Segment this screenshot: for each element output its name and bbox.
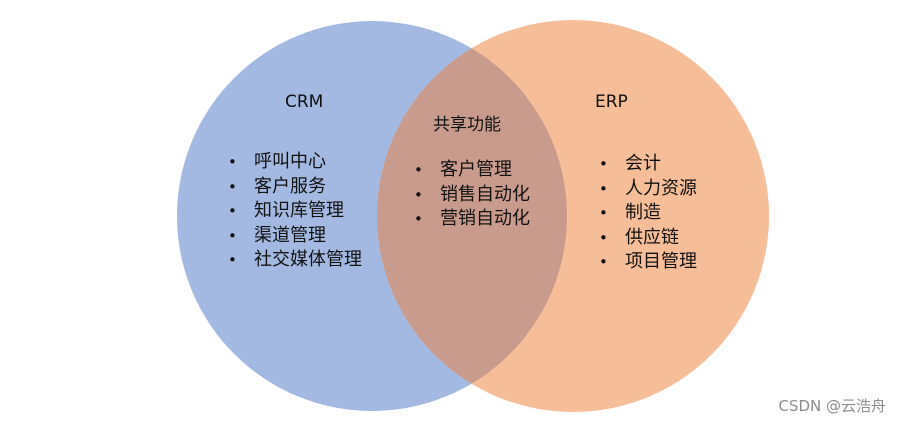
crm-feature-list: 呼叫中心 客户服务 知识库管理 渠道管理 社交媒体管理: [228, 150, 362, 273]
list-item: 销售自动化: [414, 183, 530, 208]
list-item: 项目管理: [599, 250, 697, 275]
list-item: 知识库管理: [228, 199, 362, 224]
list-item: 人力资源: [599, 177, 697, 202]
list-item: 呼叫中心: [228, 150, 362, 175]
list-item: 供应链: [599, 226, 697, 251]
erp-feature-list: 会计 人力资源 制造 供应链 项目管理: [599, 152, 697, 275]
shared-feature-list: 客户管理 销售自动化 营销自动化: [414, 158, 530, 232]
list-item: 制造: [599, 201, 697, 226]
list-item: 客户服务: [228, 175, 362, 200]
list-item: 渠道管理: [228, 224, 362, 249]
list-item: 社交媒体管理: [228, 248, 362, 273]
list-item: 客户管理: [414, 158, 530, 183]
erp-title: ERP: [595, 92, 628, 112]
watermark: CSDN @云浩舟: [778, 397, 886, 415]
overlap-region: [377, 21, 567, 411]
shared-title: 共享功能: [433, 115, 501, 135]
list-item: 会计: [599, 152, 697, 177]
list-item: 营销自动化: [414, 207, 530, 232]
crm-title: CRM: [285, 92, 324, 112]
